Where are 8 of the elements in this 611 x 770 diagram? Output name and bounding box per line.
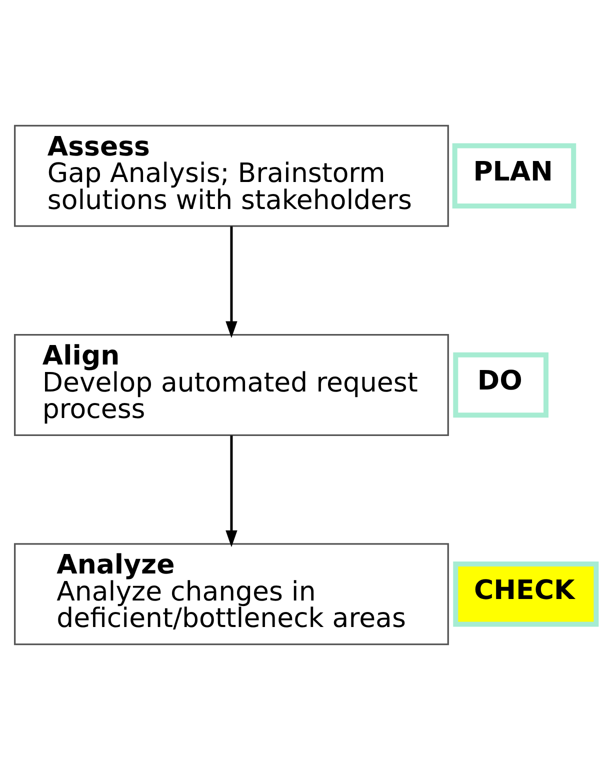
node-box: Assess Gap Analysis; Brainstorm solutions with stakeholders xyxy=(14,124,449,227)
arrow xyxy=(226,435,238,548)
arrow xyxy=(226,226,238,338)
node-box: Analyze Analyze changes in deficient/bottleneck areas xyxy=(14,543,449,646)
node-box: PLAN xyxy=(452,143,576,208)
node-box: Align Develop automated request process xyxy=(14,334,449,436)
node-box: DO xyxy=(453,352,548,418)
node-box: CHECK xyxy=(453,562,599,627)
